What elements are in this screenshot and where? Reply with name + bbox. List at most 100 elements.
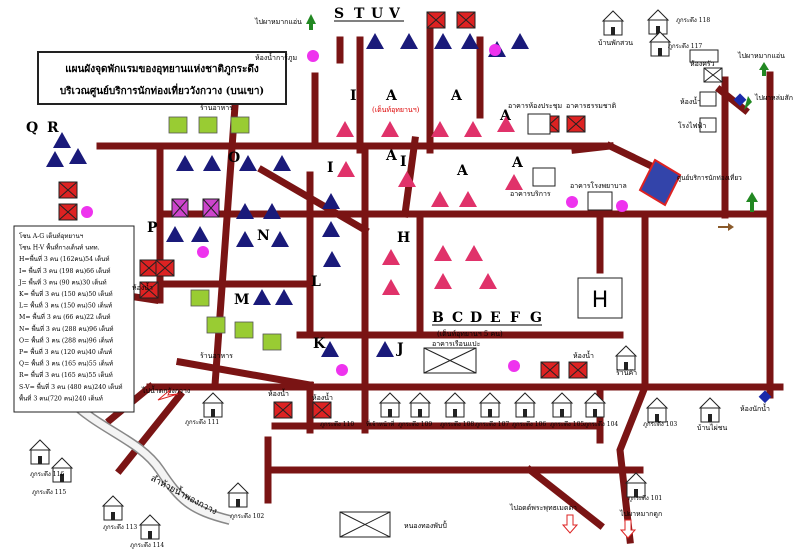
- legend-line: P= พื้นที่ 3 คน (120 คน)40 เต็นท์: [19, 347, 112, 356]
- zone-d: D: [470, 310, 482, 326]
- place-labels: ไปผาหมากแอ่น ห้องน้ำการ์ภูม อาคารห้องประ…: [132, 17, 793, 530]
- legend-line: K= พื้นที่ 3 คน (150 คน)50 เต็นท์: [19, 289, 113, 298]
- cabin-label: ภูกระดึง 107: [475, 421, 509, 428]
- zone-i1: I: [350, 88, 357, 104]
- arrow-down-1: [561, 514, 579, 534]
- legend-line: S-V= พื้นที่ 3 คน (480 คน)240 เต็นท์: [19, 382, 123, 391]
- cabin-label: ภูกระดึง 118: [676, 17, 710, 24]
- zone-a2: A: [450, 88, 463, 104]
- info-building: [587, 191, 613, 211]
- label-to-pa-lom: ไปผาหล่มสัก: [754, 93, 793, 102]
- zone-n: N: [257, 228, 270, 244]
- arrow-up-2: [759, 62, 769, 76]
- zone-o: O: [228, 150, 240, 166]
- cabin-labels: ภูกระดึง 118 ภูกระดึง 117 ภูกระดึง 111 ภูกร…: [30, 17, 710, 549]
- restaurant2-label: ร้านอาหาร: [200, 352, 233, 360]
- cabin-label: ภูกระดึง 114: [130, 542, 164, 549]
- zone-e: E: [490, 310, 501, 326]
- road-network: [86, 26, 784, 544]
- cabin-label: ภูกระดึง 104: [584, 421, 618, 428]
- label-toilet-nak: ห้องนักน้ำ: [740, 402, 770, 413]
- legend-line: Q= พื้นที่ 3 คน (165 คน)55 เต็นท์: [19, 359, 113, 368]
- label-toilet3: ห้องน้ำ: [268, 387, 289, 398]
- zone-a6: A: [511, 155, 524, 171]
- label-dorm: อาคารเรือนแปะ: [432, 340, 481, 348]
- legend-line: โซน H-V พื้นที่กางเต็นท์ นทท.: [19, 243, 100, 252]
- cabin-label: ภูกระดึง 116: [30, 471, 64, 478]
- label-laundry: โรงไฟฟ้า: [678, 121, 706, 130]
- zone-r: R: [47, 120, 59, 136]
- cabin-label: ภูกระดึง 110: [320, 421, 354, 428]
- service-center: [638, 158, 682, 207]
- label-nature: อาคารธรรมชาติ: [566, 102, 617, 110]
- zone-k: K: [313, 336, 326, 352]
- note-tent-rent-bcdefg: (เต็นท์อุทยานฯ 5 คน): [437, 329, 503, 338]
- restaurant1-label: ร้านอาหาร: [200, 104, 233, 112]
- legend-line: พื้นที่ 3 คน(720 คน)240 เต็นท์: [19, 393, 103, 402]
- zone-b: B: [432, 310, 444, 326]
- legend-line: O= พื้นที่ 3 คน (288 คน)96 เต็นท์: [19, 335, 113, 344]
- service-building: [532, 167, 556, 187]
- label-toilet-poo: ห้องน้ำการ์ภูม: [255, 51, 297, 62]
- label-to-nam-tok: ไปน้ำตกวังกวาง: [141, 384, 190, 395]
- cabin-label: ภูกระดึง 109: [398, 421, 432, 428]
- legend-line: H=พื้นที่ 3 คน (162คน)54 เต็นท์: [19, 254, 109, 263]
- legend-line: L= พื้นที่ 3 คน (150 คน)50 เต็นท์: [19, 301, 112, 310]
- zone-i2: I: [327, 160, 334, 176]
- title-line1: แผนผังจุดพักแรมของอุทยานแห่งชาติภูกระดึง: [65, 63, 259, 76]
- cabin-label: ภูกระดึง 115: [32, 489, 66, 496]
- label-toilet1: ห้องน้ำ: [132, 281, 153, 292]
- cabin-label: ภูกระดึง 117: [668, 43, 702, 50]
- arrow-diag: [744, 96, 752, 110]
- zone-a5: A: [499, 108, 512, 124]
- legend-line: N= พื้นที่ 3 คน (288 คน)96 เต็นท์: [19, 324, 113, 333]
- legend-line: R= พื้นที่ 3 คน (165 คน)55 เต็นท์: [19, 370, 113, 379]
- zone-q: Q: [26, 120, 38, 136]
- arrow-diag-red: [157, 389, 179, 401]
- note-tent-rent-top: (เต็นท์อุทยานฯ): [372, 105, 420, 114]
- legend-line: I= พื้นที่ 3 คน (198 คน)66 เต็นท์: [19, 266, 110, 275]
- cabin-label: ภูกระดึง 105: [550, 421, 584, 428]
- zone-f: F: [510, 310, 520, 326]
- zone-m: M: [234, 292, 250, 308]
- cabin-label: ภูกระดึง 103: [643, 421, 677, 428]
- label-to-pen-aen: ไปผาหมากแอ่น: [737, 51, 785, 60]
- kitchen-building: [689, 49, 719, 63]
- arrow-up-3: [746, 192, 758, 212]
- stream-label: ลำห้วยน้ำพองกวาง: [149, 471, 220, 517]
- label-ban-phak: บ้านพักสวน: [598, 39, 633, 47]
- zone-letters: Q R O P N M L K J H I I I A A A A A A S …: [26, 6, 542, 357]
- zone-a1: A: [385, 88, 398, 104]
- helipad: [577, 277, 623, 319]
- map-title: แผนผังจุดพักแรมของอุทยานแห่งชาติภูกระดึง…: [37, 51, 287, 105]
- zone-l: L: [311, 274, 321, 290]
- label-to-pa-nok: ไปผาหมากดูก: [619, 509, 662, 518]
- cabin-label: ภูกระดึง 106: [512, 421, 546, 428]
- legend-line: J= พื้นที่ 3 คน (90 คน)30 เต็นท์: [18, 277, 107, 286]
- zone-s: S: [334, 6, 344, 22]
- cabin-label: ภูกระดึง 101: [628, 495, 662, 502]
- meeting-hall: [527, 113, 551, 135]
- helipad-h: H: [592, 288, 609, 313]
- cabin-label: ภูกระดึง 113: [103, 524, 137, 531]
- zone-a4: A: [456, 163, 469, 179]
- zone-p: P: [147, 220, 158, 236]
- label-service: อาคารบริการ: [510, 190, 551, 198]
- legend-line: M= พื้นที่ 3 คน (66 คน)22 เต็นท์: [19, 312, 110, 321]
- label-toilet4: ห้องน้ำ: [312, 391, 333, 402]
- cabin-label: ที่เจ้าหน้าที่: [366, 420, 394, 428]
- cabin-label: ภูกระดึง 111: [185, 419, 219, 426]
- label-house-view: บ้านไผ่ชน: [697, 423, 728, 432]
- label-info: อาคารโรงพยาบาล: [570, 181, 627, 190]
- title-line2: บริเวณศูนย์บริการนักท่องเที่ยววังกวาง (บ…: [60, 83, 264, 98]
- arrow-right: [718, 223, 734, 231]
- label-shop: ร้านค้า: [616, 369, 637, 377]
- zone-a3: A: [385, 148, 398, 164]
- label-bathroom: ห้องน้ำ: [680, 95, 701, 106]
- cabin-label: ภูกระดึง 108: [440, 421, 474, 428]
- zone-h: H: [397, 230, 410, 246]
- label-service-center: ศูนย์บริการนักท่องเที่ยว: [677, 173, 742, 182]
- zone-g: G: [530, 310, 542, 326]
- label-tennis: หนองทองพับปั้: [404, 519, 447, 530]
